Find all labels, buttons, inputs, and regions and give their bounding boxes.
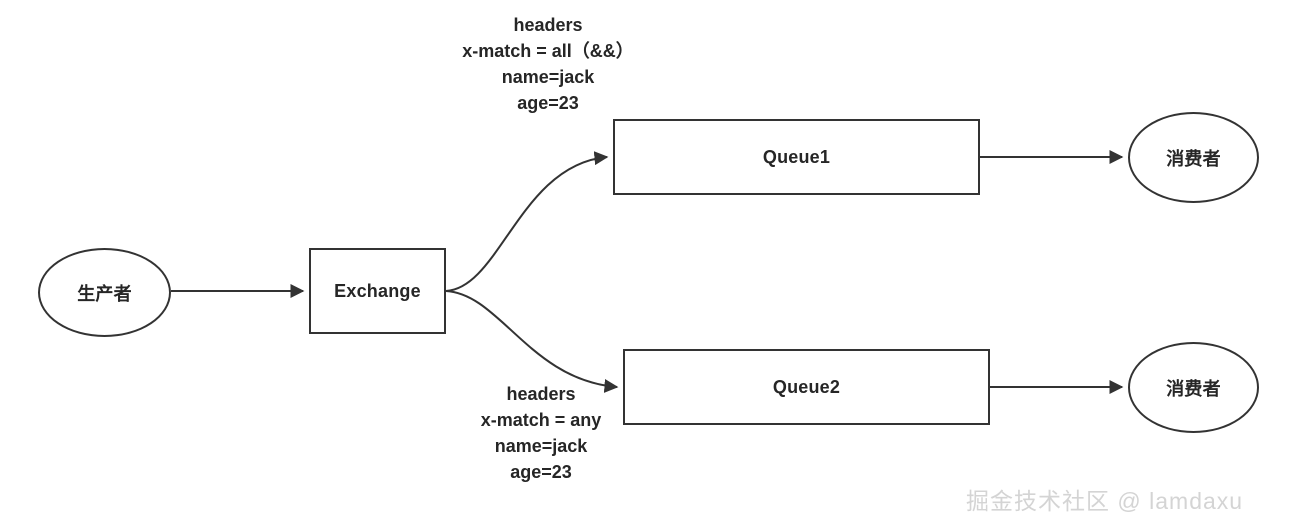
binding-any-line-3: name=jack	[494, 436, 588, 456]
edge-label-binding-any: headers x-match = any name=jack age=23	[411, 381, 671, 485]
binding-all-line-1: headers	[513, 15, 583, 35]
binding-all-line-4: age=23	[517, 93, 579, 113]
node-exchange-label: Exchange	[334, 280, 421, 301]
node-queue2-label: Queue2	[772, 376, 841, 397]
edge-label-binding-all: headers x-match = all（&&） name=jack age=…	[418, 12, 678, 116]
binding-all-line-3: name=jack	[501, 67, 595, 87]
binding-any-line-2: x-match = any	[480, 410, 602, 430]
node-consumer-top-label: 消费者	[1166, 148, 1221, 169]
node-queue1[interactable]: Queue1	[613, 119, 980, 195]
watermark: 掘金技术社区 @ lamdaxu	[966, 488, 1244, 514]
node-producer[interactable]: 生产者	[38, 248, 171, 337]
binding-any-line-4: age=23	[510, 462, 572, 482]
node-queue2[interactable]: Queue2	[623, 349, 990, 425]
node-exchange[interactable]: Exchange	[309, 248, 446, 334]
edge-exchange-to-queue2	[445, 290, 619, 393]
binding-all-line-2: x-match = all（&&）	[462, 41, 634, 61]
node-queue1-label: Queue1	[762, 146, 831, 167]
node-producer-label: 生产者	[77, 283, 132, 304]
edge-exchange-to-queue1	[445, 151, 609, 292]
node-consumer-bottom-label: 消费者	[1166, 378, 1221, 399]
node-consumer-bottom[interactable]: 消费者	[1128, 342, 1259, 433]
node-consumer-top[interactable]: 消费者	[1128, 112, 1259, 203]
binding-any-line-1: headers	[506, 384, 576, 404]
